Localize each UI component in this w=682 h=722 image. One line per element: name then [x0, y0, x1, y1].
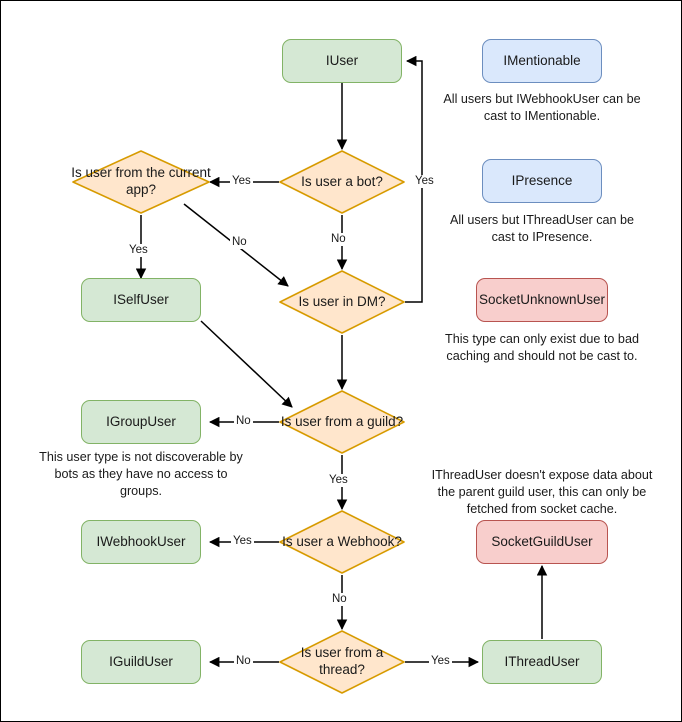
edge-label-bot-yes: Yes — [230, 175, 253, 188]
edge-label-thread-no: No — [234, 655, 253, 668]
node-socketguilduser[interactable]: SocketGuildUser — [476, 520, 608, 564]
node-iwebhookuser-label: IWebhookUser — [96, 533, 186, 549]
node-iguilduser[interactable]: IGuildUser — [81, 640, 201, 684]
node-socketguilduser-label: SocketGuildUser — [491, 533, 593, 549]
node-iwebhookuser[interactable]: IWebhookUser — [81, 520, 201, 564]
edge-label-dm-yes: Yes — [413, 175, 436, 188]
edge-label-currentapp-yes: Yes — [127, 244, 150, 257]
node-iuser-label: IUser — [325, 52, 359, 68]
decision-is-user-from-thread[interactable]: Is user from a thread? — [278, 629, 406, 695]
node-iguilduser-label: IGuildUser — [109, 653, 173, 669]
decision-is-user-from-current-app[interactable]: Is user from the current app? — [71, 149, 211, 215]
note-igroupuser: This user type is not discoverable by bo… — [39, 450, 243, 498]
decision-is-user-a-webhook[interactable]: Is user a Webhook? — [278, 509, 406, 575]
node-iuser[interactable]: IUser — [282, 39, 402, 83]
node-ipresence[interactable]: IPresence — [482, 159, 602, 203]
decision-is-user-in-dm[interactable]: Is user in DM? — [278, 269, 406, 335]
node-igroupuser-label: IGroupUser — [106, 413, 176, 429]
edge-iselfuser-to-isguild — [200, 320, 293, 408]
node-imentionable-label: IMentionable — [503, 52, 581, 68]
decision-is-user-a-bot[interactable]: Is user a bot? — [278, 149, 406, 215]
note-socketunknownuser: This type can only exist due to bad cach… — [445, 332, 639, 363]
node-igroupuser[interactable]: IGroupUser — [81, 400, 201, 444]
node-socketunknownuser[interactable]: SocketUnknownUser — [476, 278, 608, 322]
edge-label-thread-yes: Yes — [429, 655, 452, 668]
node-imentionable[interactable]: IMentionable — [482, 39, 602, 83]
edge-label-guild-yes: Yes — [327, 474, 350, 487]
edge-label-currentapp-no: No — [230, 236, 249, 249]
edge-label-webhook-no: No — [330, 593, 349, 606]
node-ithreaduser-label: IThreadUser — [504, 653, 580, 669]
note-imentionable: All users but IWebhookUser can be cast t… — [443, 92, 641, 123]
node-ipresence-label: IPresence — [511, 172, 573, 188]
edge-label-guild-no: No — [234, 415, 253, 428]
node-ithreaduser[interactable]: IThreadUser — [482, 640, 602, 684]
node-socketunknownuser-label: SocketUnknownUser — [478, 291, 606, 307]
node-iselfuser-label: ISelfUser — [113, 291, 169, 307]
decision-is-user-from-guild[interactable]: Is user from a guild? — [278, 389, 406, 455]
node-iselfuser[interactable]: ISelfUser — [81, 278, 201, 322]
edge-label-bot-no: No — [329, 233, 348, 246]
note-ipresence: All users but IThreadUser can be cast to… — [449, 213, 635, 244]
note-socketguilduser: IThreadUser doesn't expose data about th… — [431, 468, 653, 516]
edge-label-webhook-yes: Yes — [231, 535, 254, 548]
